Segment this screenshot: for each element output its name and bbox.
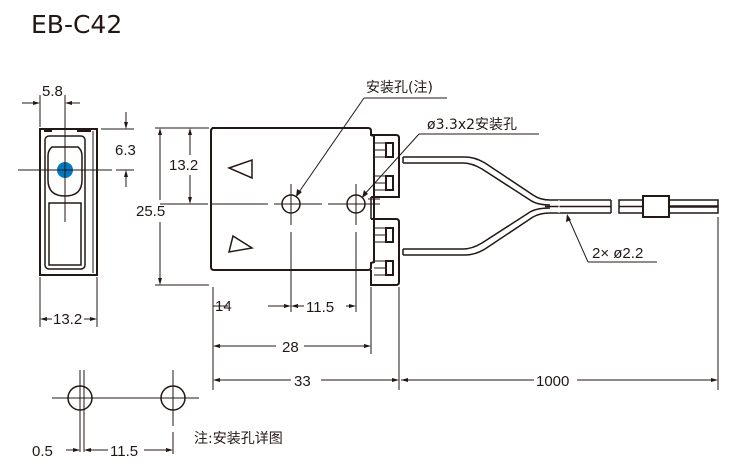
- dim-arrow: [158, 128, 162, 135]
- cable-lower-top: [403, 207, 551, 250]
- leader-arrow: [566, 214, 571, 222]
- lower-connector-pin-2: [385, 260, 394, 276]
- lower-connector-pin-1: [385, 227, 394, 243]
- hole-detail-view: 0.5 11.5 注:安装孔详图: [32, 370, 283, 460]
- dim-arrow: [349, 304, 356, 308]
- dim-arrow: [158, 278, 162, 285]
- cable-lower-bottom: [403, 212, 611, 256]
- dim-front-width-bottom: 13.2: [53, 311, 82, 328]
- dim-arrow: [124, 122, 128, 129]
- leader-line: [296, 97, 365, 196]
- dim-arrow: [40, 317, 47, 321]
- dim-arrow: [711, 378, 718, 382]
- side-view: 安装孔(注) ø3.3x2安装孔 2× ø2.2 25: [136, 80, 719, 390]
- dim-arrow: [84, 448, 91, 452]
- leader-line: [362, 133, 420, 197]
- dim-side-height-upper: 13.2: [169, 157, 198, 174]
- cable-upper-top: [403, 156, 611, 201]
- dim-front-height-right: 6.3: [115, 142, 136, 159]
- dim-side-body-length: 28: [282, 339, 299, 356]
- dim-arrow: [291, 304, 298, 308]
- dim-arrow: [166, 448, 173, 452]
- dim-arrow: [401, 378, 408, 382]
- front-body-outline: [39, 128, 98, 276]
- dim-arrow: [73, 448, 80, 452]
- dim-arrow: [90, 317, 97, 321]
- dim-arrow: [364, 344, 371, 348]
- dim-arrow: [65, 101, 72, 105]
- dim-arrow: [124, 170, 128, 177]
- dim-front-width-top: 5.8: [42, 83, 63, 100]
- upper-connector-pin-1: [385, 142, 394, 158]
- dim-detail-offset: 0.5: [32, 443, 53, 460]
- leader-line: [567, 216, 589, 263]
- cable-upper-bottom: [403, 162, 551, 206]
- detail-caption: 注:安装孔详图: [194, 431, 283, 447]
- label-cable: 2× ø2.2: [592, 245, 643, 262]
- dim-arrow: [213, 378, 220, 382]
- upper-connector-housing: [371, 134, 400, 198]
- lower-connector-housing: [370, 218, 400, 286]
- leader-arrow: [362, 190, 368, 198]
- direction-triangle-upper: [226, 158, 253, 180]
- dim-arrow: [188, 128, 192, 135]
- leader-arrow: [296, 189, 302, 197]
- label-mount-holes: ø3.3x2安装孔: [427, 117, 517, 133]
- dim-arrow: [392, 378, 399, 382]
- dim-arrow: [188, 197, 192, 204]
- wire-lead-1: [668, 199, 719, 207]
- wire-lead-2: [668, 206, 719, 214]
- model-title: EB-C42: [31, 10, 122, 39]
- front-view: 5.8 6.3 13.2: [18, 83, 136, 328]
- direction-triangle-lower: [227, 234, 255, 253]
- dim-arrow: [213, 344, 220, 348]
- dim-detail-pitch: 11.5: [110, 443, 138, 460]
- dim-arrow: [33, 101, 40, 105]
- dim-cable-length: 1000: [536, 373, 569, 390]
- dim-side-height-total: 25.5: [136, 203, 165, 220]
- upper-connector-pin-2: [385, 175, 394, 191]
- dim-side-hole-pitch: 11.5: [306, 299, 334, 316]
- label-mount-hole-note: 安装孔(注): [366, 80, 433, 96]
- dim-side-total-length: 33: [294, 373, 311, 390]
- dim-arrow: [284, 304, 291, 308]
- cable-sleeve: [642, 195, 670, 218]
- sensor-body: [210, 127, 375, 271]
